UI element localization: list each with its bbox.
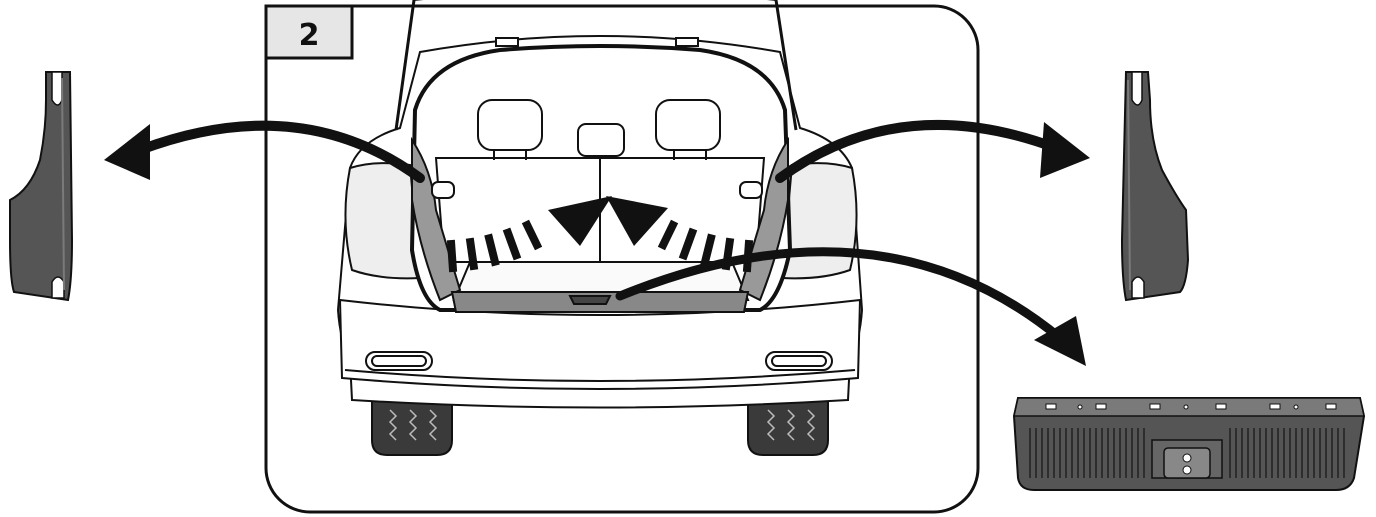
right-reflector <box>766 352 832 370</box>
step-badge: 2 <box>266 6 352 58</box>
sill-latch-cover <box>1152 440 1222 478</box>
arrow-head-left <box>104 124 150 180</box>
rear-sill-scuff-plate <box>1014 398 1364 490</box>
vehicle-rear-view <box>338 0 862 455</box>
right-tail-light <box>782 163 857 278</box>
left-reflector <box>366 352 432 370</box>
right-headrest <box>656 100 720 150</box>
left-headrest <box>478 100 542 150</box>
right-side-trim-panel <box>1122 72 1188 300</box>
left-tail-light <box>345 163 420 278</box>
arrow-head-right <box>1040 122 1090 178</box>
step-number: 2 <box>299 18 320 53</box>
left-side-trim-panel <box>10 72 72 300</box>
center-headrest <box>578 124 624 156</box>
